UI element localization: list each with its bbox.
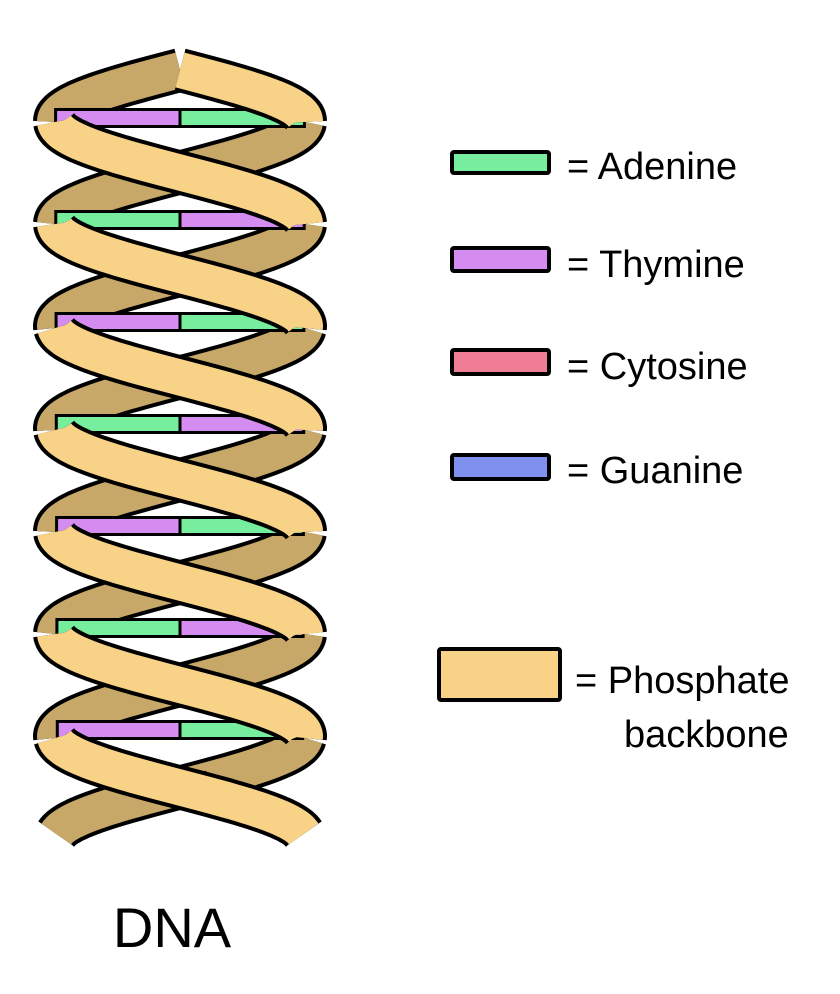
backbone-fill-0-0	[169, 52, 323, 138]
backbone-fill-1-3	[37, 312, 323, 446]
legend-swatch-thymine	[450, 246, 551, 273]
diagram-title: DNA	[113, 896, 232, 959]
backbone-strand-front	[33, 48, 327, 854]
backbone-fill-1-5	[37, 516, 323, 650]
backbone-fill-0-6	[37, 618, 323, 754]
legend-swatch-phosphate-backbone	[437, 647, 562, 702]
backbone-fill-1-1	[37, 106, 323, 240]
backbone-fill-0-4	[37, 414, 323, 548]
backbone-fill-1-7	[37, 722, 321, 850]
legend-swatch-adenine	[450, 150, 551, 175]
legend-label-cytosine: = Cytosine	[567, 346, 748, 388]
backbone-fill-0-2	[37, 208, 323, 344]
legend-label-adenine: = Adenine	[567, 146, 737, 188]
legend-label-thymine: = Thymine	[567, 244, 745, 286]
legend-swatch-guanine	[450, 453, 551, 481]
legend: = Adenine = Thymine = Cytosine = Guanine…	[437, 146, 789, 756]
legend-swatch-cytosine	[450, 348, 551, 376]
legend-label-phosphate: = Phosphate	[575, 660, 789, 702]
legend-label-guanine: = Guanine	[567, 450, 743, 492]
legend-label-backbone: backbone	[624, 714, 789, 756]
